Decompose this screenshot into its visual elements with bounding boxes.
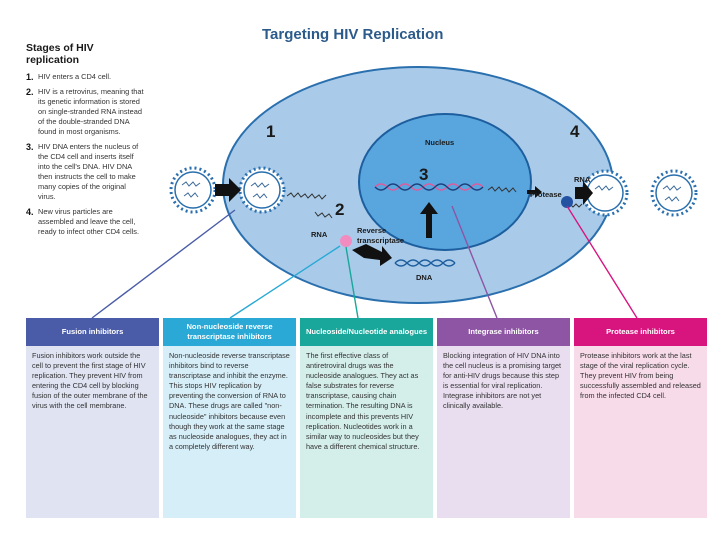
stage-text: HIV enters a CD4 cell. <box>38 72 112 81</box>
page-title: Targeting HIV Replication <box>262 26 444 43</box>
arrow-right-icon <box>527 186 542 198</box>
rna-label: RNA <box>574 175 591 184</box>
column-fusion: Fusion inhibitors Fusion inhibitors work… <box>26 318 159 518</box>
column-body: Blocking integration of HIV DNA into the… <box>437 346 570 518</box>
stage-item: 2. HIV is a retrovirus, meaning that its… <box>26 87 144 137</box>
virus-particle-entering <box>238 166 286 214</box>
stage-text: HIV is a retrovirus, meaning that its ge… <box>38 87 144 136</box>
rna-strand <box>314 211 333 219</box>
step-3-label: 3 <box>419 165 428 184</box>
rna-strand <box>487 186 517 193</box>
stage-number: 3. <box>26 142 34 152</box>
reverse-transcriptase-label: Reverse transcriptase <box>357 226 404 245</box>
protease-enzyme <box>561 196 573 208</box>
connector-nucleoside <box>345 246 359 319</box>
stage-item: 1. HIV enters a CD4 cell. <box>26 72 144 82</box>
column-body: Non-nucleoside reverse transcriptase inh… <box>163 346 296 518</box>
nucleus <box>358 113 532 251</box>
column-header: Non-nucleoside reverse transcriptase inh… <box>163 318 296 346</box>
stage-item: 4. New virus particles are assembled and… <box>26 207 144 237</box>
stage-item: 3. HIV DNA enters the nucleus of the CD4… <box>26 142 144 202</box>
virus-particle-released <box>650 169 698 217</box>
virus-particle-outside-left <box>169 166 217 214</box>
step-4-label: 4 <box>570 122 580 141</box>
stages-heading: Stages of HIV replication <box>26 42 94 66</box>
nucleus-label: Nucleus <box>425 138 454 147</box>
column-body: Fusion inhibitors work outside the cell … <box>26 346 159 518</box>
nucleus-dna-helix <box>374 183 484 191</box>
arrow-right-icon <box>215 178 241 202</box>
dna-label: DNA <box>416 273 433 282</box>
protease-label: Protease <box>530 190 562 199</box>
stage-number: 4. <box>26 207 34 217</box>
connector-integrase <box>451 205 498 319</box>
step-1-label: 1 <box>266 122 275 141</box>
connector-nnrti <box>229 245 341 319</box>
rna-strand <box>569 203 583 208</box>
column-nucleoside: Nucleoside/Nucleotide analogues The firs… <box>300 318 433 518</box>
virus-particle-budding <box>581 169 629 217</box>
column-header: Protease inhibitors <box>574 318 707 346</box>
arrow-up-icon <box>420 202 438 238</box>
arrows <box>215 178 593 266</box>
column-integrase: Integrase inhibitors Blocking integratio… <box>437 318 570 518</box>
column-header: Integrase inhibitors <box>437 318 570 346</box>
step-2-label: 2 <box>335 200 344 219</box>
arrow-right-icon <box>575 181 593 205</box>
stage-text: New virus particles are assembled and le… <box>38 207 140 236</box>
column-protease: Protease inhibitors Protease inhibitors … <box>574 318 707 518</box>
reverse-transcriptase-label-line: transcriptase <box>357 236 404 245</box>
arrow-right-icon <box>352 244 392 266</box>
rna-label: RNA <box>311 230 328 239</box>
reverse-transcriptase-label-line: Reverse <box>357 226 386 235</box>
stages-panel: Stages of HIV replication 1. HIV enters … <box>26 42 144 242</box>
reverse-transcriptase-enzyme <box>340 235 352 247</box>
stage-number: 2. <box>26 87 34 97</box>
column-header: Fusion inhibitors <box>26 318 159 346</box>
stage-number: 1. <box>26 72 34 82</box>
stage-text: HIV DNA enters the nucleus of the CD4 ce… <box>38 142 139 201</box>
connector-protease <box>566 205 638 319</box>
rna-strand <box>286 192 327 200</box>
column-header: Nucleoside/Nucleotide analogues <box>300 318 433 346</box>
column-body: The first effective class of antiretrovi… <box>300 346 433 518</box>
column-body: Protease inhibitors work at the last sta… <box>574 346 707 518</box>
connector-fusion <box>91 209 236 319</box>
column-nnrti: Non-nucleoside reverse transcriptase inh… <box>163 318 296 518</box>
dna-helix <box>394 259 456 267</box>
